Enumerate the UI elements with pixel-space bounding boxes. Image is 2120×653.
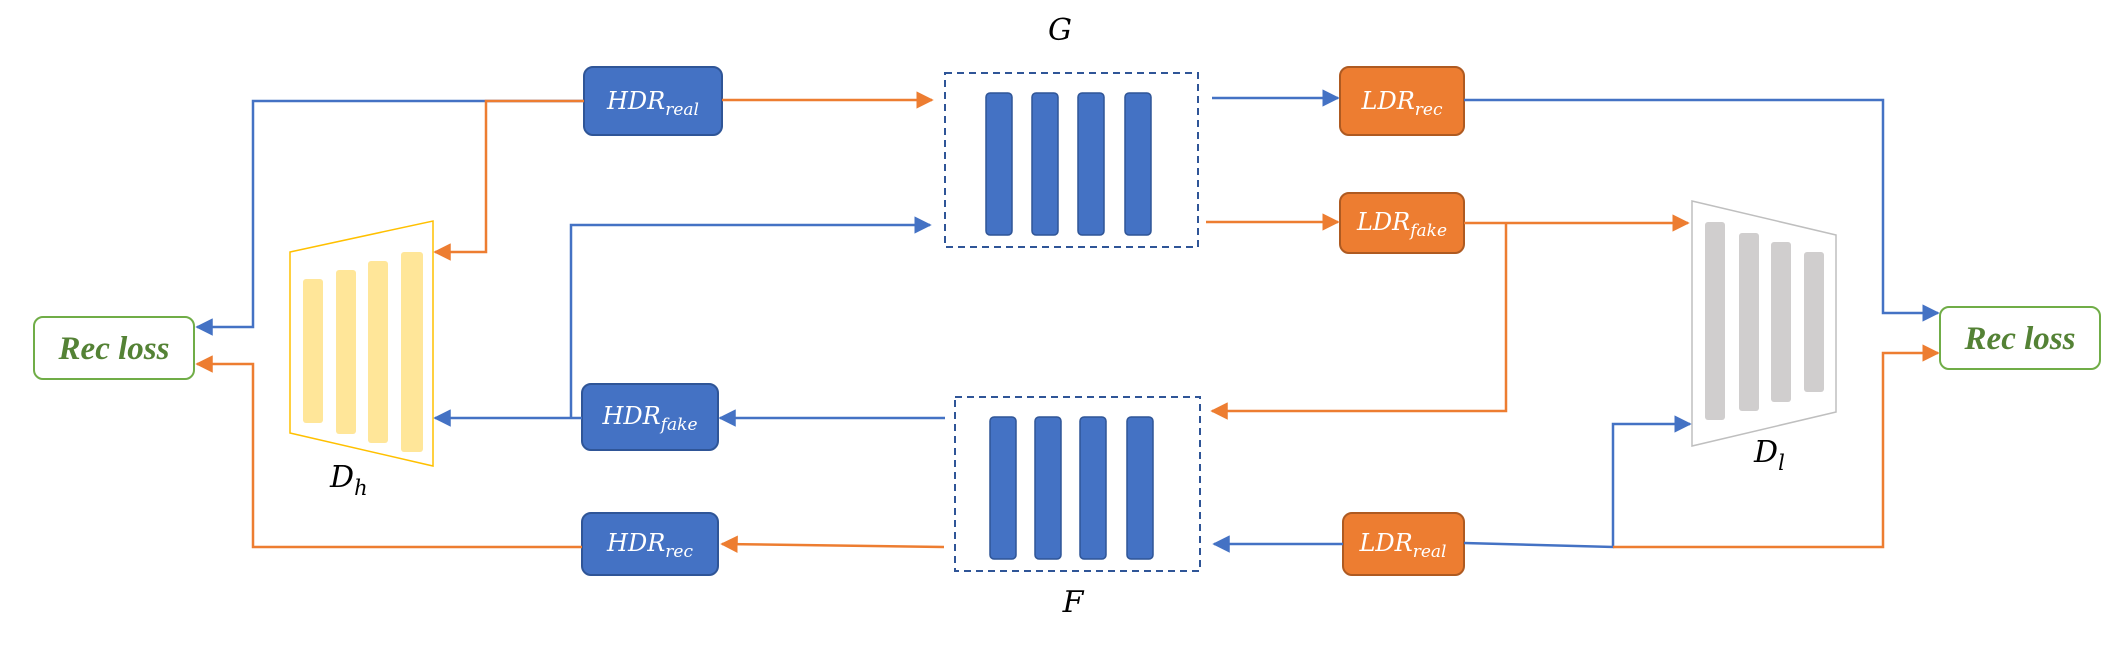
rec-loss-right-label: Rec loss	[1964, 321, 2076, 357]
rec-loss-right: Rec loss	[1939, 306, 2101, 370]
hdr-rec-box: HDRrec	[581, 512, 719, 576]
connector-ldr-real-to-right-loss	[1613, 344, 1940, 549]
ldr-fake-label: LDRfake	[1356, 208, 1447, 241]
discriminator-dl: Dl	[1691, 200, 1837, 475]
connector-hdr-rec-to-left-loss	[195, 355, 582, 549]
connector-ldr-rec-to-right-loss	[1464, 98, 1940, 322]
generator-f: F	[954, 396, 1201, 620]
generator-f-label: F	[1062, 585, 1085, 620]
ldr-fake-box: LDRfake	[1339, 192, 1465, 254]
connector-hdr-fake-to-g	[569, 216, 932, 418]
blue-connectors	[195, 89, 1940, 553]
connector-hdr-real-to-left-loss	[195, 99, 584, 336]
hdr-real-box: HDRreal	[583, 66, 723, 136]
generator-g-label: G	[1048, 13, 1072, 48]
discriminator-dh: Dh	[289, 220, 434, 500]
hdr-rec-label: HDRrec	[606, 529, 693, 562]
ldr-rec-box: LDRrec	[1339, 66, 1465, 136]
hdr-fake-label: HDRfake	[601, 402, 697, 435]
rec-loss-left: Rec loss	[33, 316, 195, 380]
discriminator-dh-label: Dh	[329, 460, 368, 500]
connector-ldr-real-to-dl	[1463, 415, 1692, 549]
connector-hdr-real-to-dh	[433, 99, 584, 261]
orange-connectors	[195, 91, 1940, 553]
discriminator-dl-label: Dl	[1753, 435, 1785, 475]
rec-loss-left-label: Rec loss	[58, 331, 170, 367]
connector-ldr-fake-to-f	[1210, 223, 1508, 420]
generator-g: G	[944, 13, 1199, 248]
hdr-fake-box: HDRfake	[581, 383, 719, 451]
ldr-real-box: LDRreal	[1342, 512, 1465, 576]
connector-f-to-hdr-rec	[720, 535, 945, 553]
hdr-real-label: HDRreal	[606, 87, 699, 120]
ldr-real-label: LDRreal	[1358, 529, 1446, 562]
ldr-rec-label: LDRrec	[1361, 87, 1443, 120]
